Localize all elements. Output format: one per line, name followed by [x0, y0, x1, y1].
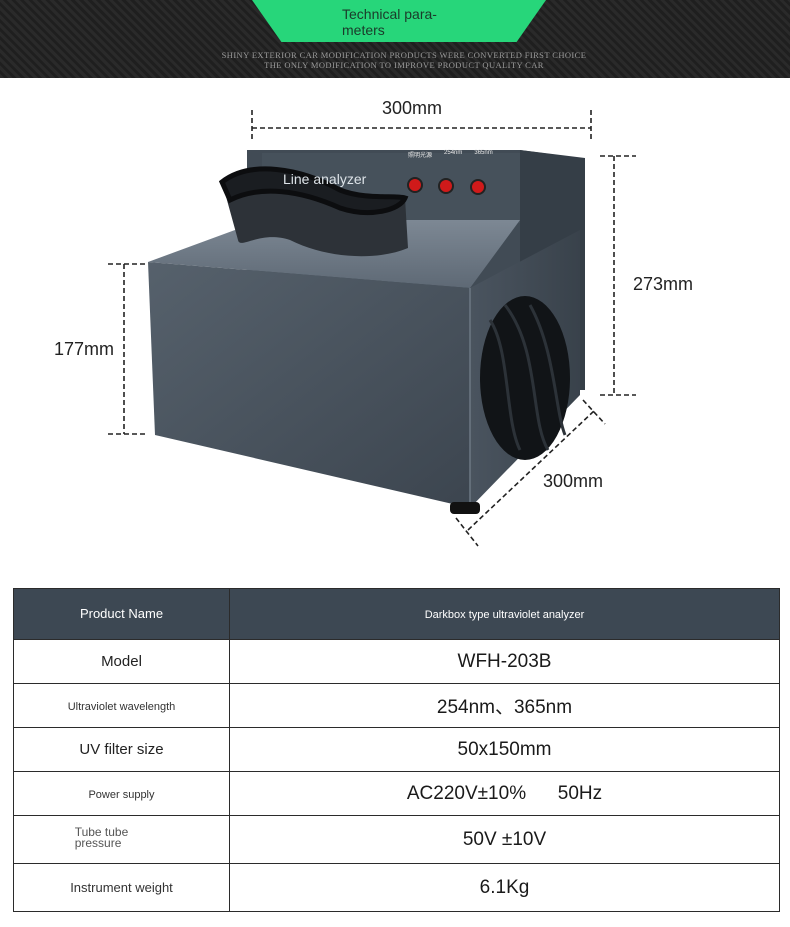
row-value: 50x150mm — [457, 738, 552, 760]
table-header-label: Product Name — [79, 606, 164, 621]
panel-label: 365nm — [474, 150, 493, 156]
product-label: Line analyzer — [283, 171, 367, 187]
table-header-row: Product Name Darkbox type ultraviolet an… — [13, 588, 780, 640]
row-value: WFH-203B — [457, 650, 552, 672]
header-subtitle-line-2: The only modification to improve product… — [264, 60, 544, 70]
header-title-tab — [252, 0, 546, 42]
dimension-top-width: 300mm — [382, 98, 443, 118]
table-row: Instrument weight 6.1Kg — [13, 863, 780, 912]
row-value: 50V ±10V — [462, 828, 547, 850]
row-label: Ultraviolet wavelength — [67, 700, 176, 713]
control-panel-labels: 照明光源 254nm 365nm — [408, 150, 508, 159]
row-label-line-1: Tube tube — [74, 825, 129, 839]
row-label: Instrument weight — [70, 879, 173, 895]
header-subtitle: Shiny exterior car modification products… — [0, 50, 790, 70]
table-header-label-cell: Product Name — [13, 588, 230, 640]
panel-label: 254nm — [444, 150, 463, 156]
table-row: Ultraviolet wavelength 254nm、365nm — [13, 683, 780, 728]
row-value: 6.1Kg — [479, 876, 530, 898]
dimension-depth: 300mm — [543, 471, 604, 491]
header-banner: Technical para- meters Shiny exterior ca… — [0, 0, 790, 78]
spec-table: Product Name Darkbox type ultraviolet an… — [13, 588, 780, 912]
device-front — [148, 262, 470, 508]
row-label-line-2: pressure — [74, 836, 122, 850]
row-label: Tube tube pressure — [74, 825, 129, 850]
row-value: 254nm、365nm — [436, 697, 573, 718]
product-image: 300mm 273mm 177mm 300mm Line analyzer 照明… — [0, 90, 790, 570]
knob-icon — [407, 177, 423, 193]
table-row: Power supply AC220V±10% 50Hz — [13, 771, 780, 816]
arm-sleeve — [480, 296, 570, 460]
uv-analyzer-illustration — [108, 110, 636, 547]
table-row: Tube tube pressure 50V ±10V — [13, 815, 780, 864]
dimension-lines — [108, 110, 636, 547]
dimension-right-height: 273mm — [633, 274, 694, 294]
table-header-value-cell: Darkbox type ultraviolet analyzer — [229, 588, 780, 640]
dimension-left-height: 177mm — [54, 339, 115, 359]
table-row: UV filter size 50x150mm — [13, 727, 780, 772]
row-label: UV filter size — [79, 740, 164, 758]
table-header-value: Darkbox type ultraviolet analyzer — [424, 609, 585, 621]
row-value: AC220V±10% 50Hz — [406, 782, 603, 804]
panel-label: 照明光源 — [408, 153, 433, 159]
table-row: Model WFH-203B — [13, 639, 780, 684]
knob-icon — [470, 179, 486, 195]
header-subtitle-line-1: Shiny exterior car modification products… — [221, 50, 587, 60]
row-label: Power supply — [88, 788, 155, 801]
row-label: Model — [101, 652, 142, 670]
viewing-hood-rim — [218, 166, 409, 216]
knob-icon — [438, 178, 454, 194]
header-title: Technical para- meters — [342, 6, 437, 38]
